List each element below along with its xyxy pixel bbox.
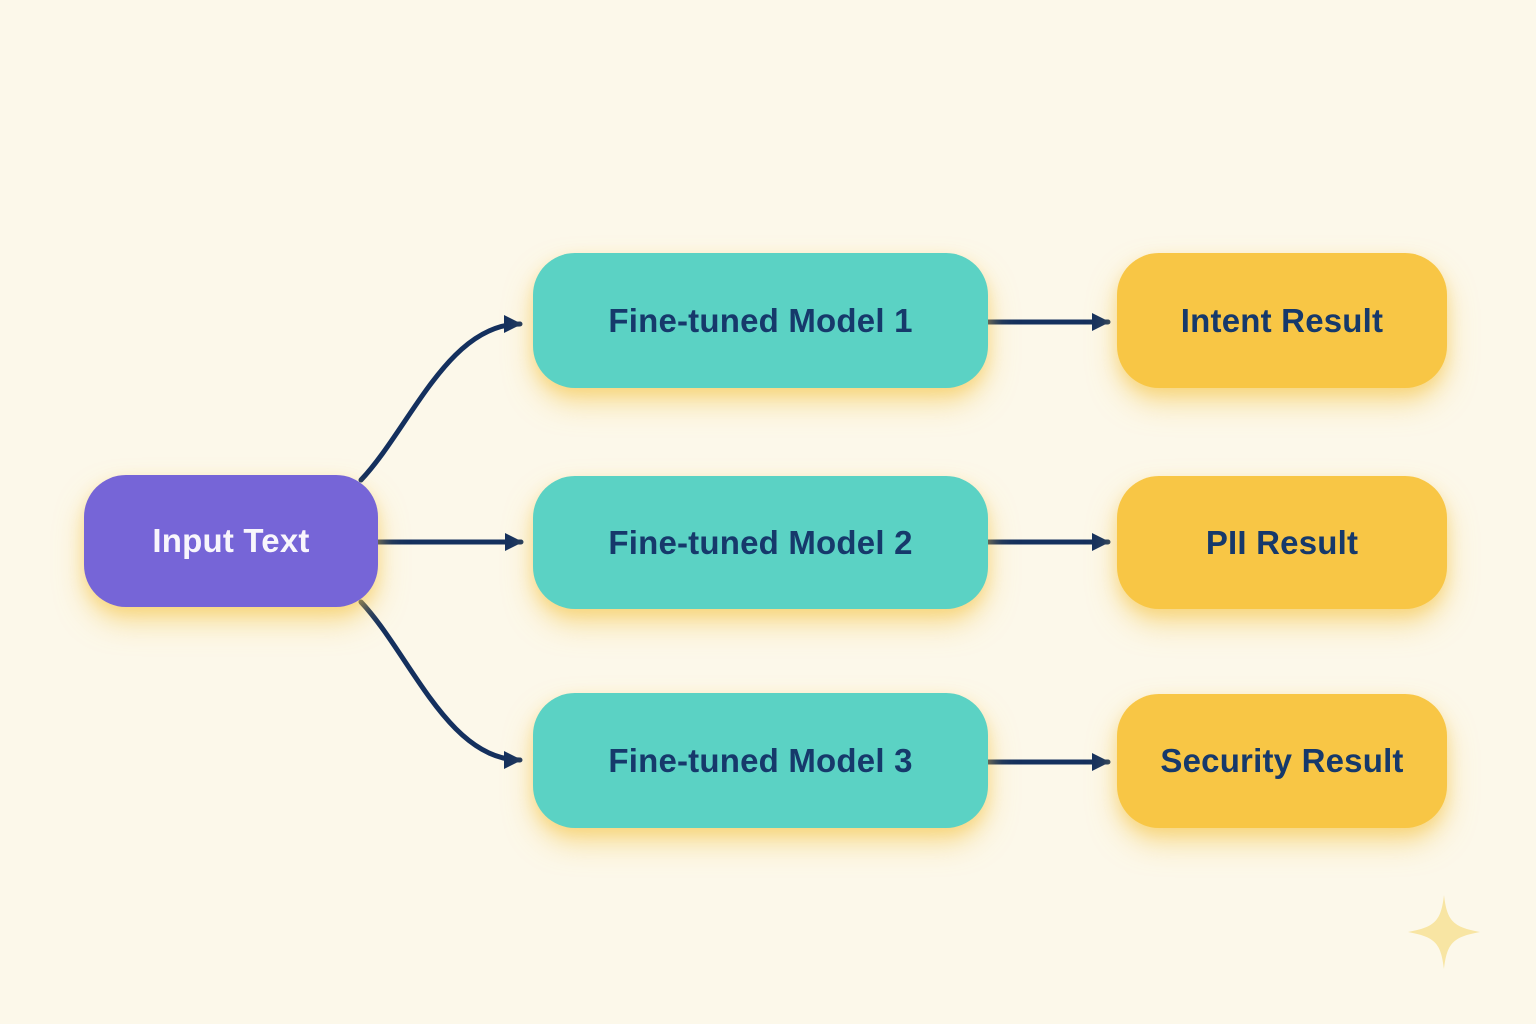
node-fine-tuned-model-3-label: Fine-tuned Model 3 [608, 741, 913, 779]
edge-input-to-model1 [358, 315, 523, 483]
node-security-result-label: Security Result [1160, 742, 1404, 779]
node-input-text[interactable]: Input Text [84, 475, 378, 607]
node-intent-result-label: Intent Result [1180, 301, 1384, 339]
edge-input-to-model3 [358, 599, 523, 769]
node-input-text-label: Input Text [152, 522, 310, 559]
node-pii-result[interactable]: PII Result [1117, 476, 1447, 609]
node-security-result[interactable]: Security Result [1117, 694, 1447, 828]
node-fine-tuned-model-2[interactable]: Fine-tuned Model 2 [533, 476, 988, 609]
node-fine-tuned-model-2-label: Fine-tuned Model 2 [608, 523, 913, 561]
node-fine-tuned-model-1-label: Fine-tuned Model 1 [608, 301, 913, 339]
node-fine-tuned-model-1[interactable]: Fine-tuned Model 1 [533, 253, 988, 388]
node-pii-result-label: PII Result [1205, 523, 1359, 561]
node-fine-tuned-model-3[interactable]: Fine-tuned Model 3 [533, 693, 988, 828]
sparkle-icon [1408, 895, 1480, 969]
node-intent-result[interactable]: Intent Result [1117, 253, 1447, 388]
